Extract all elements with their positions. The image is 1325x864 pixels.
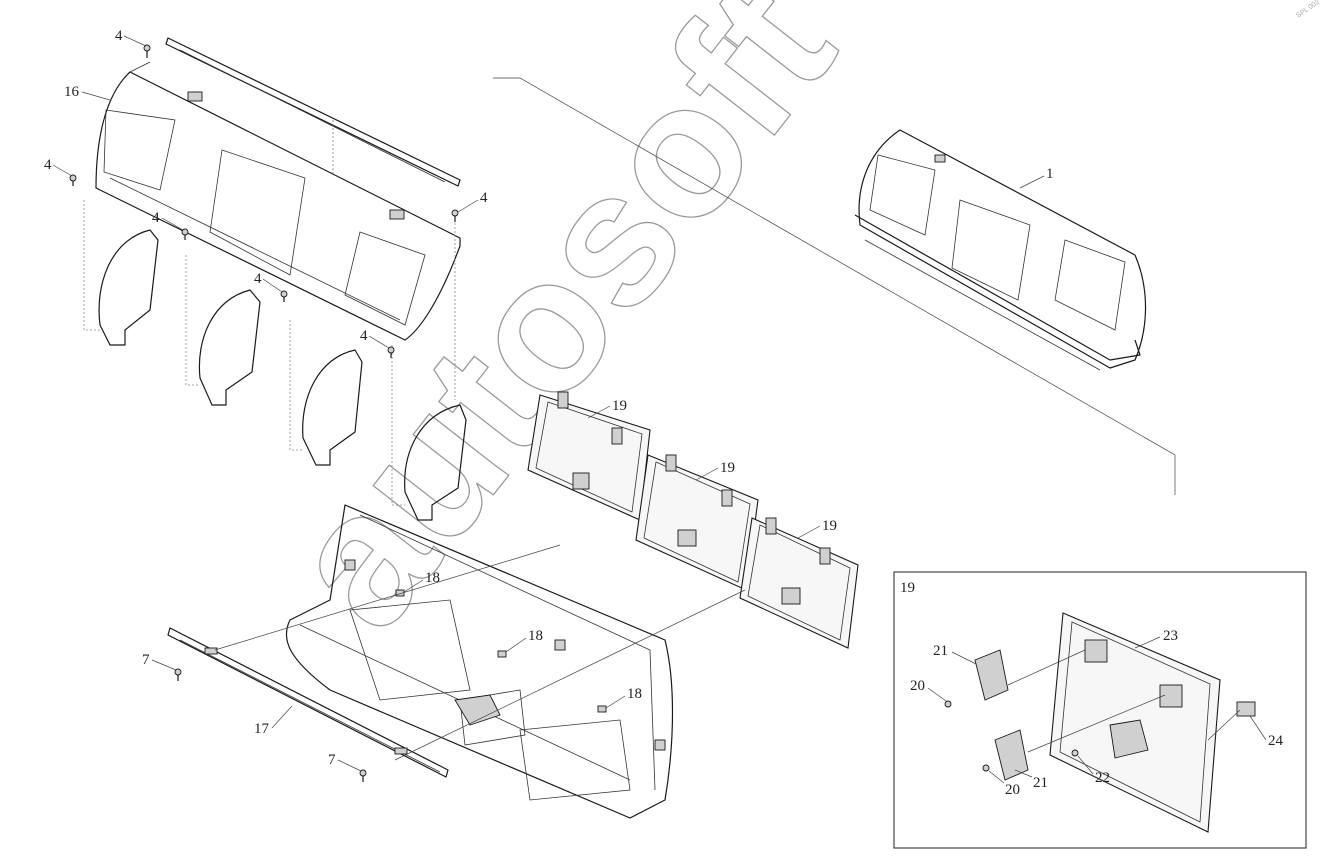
callout-18-a: 18	[425, 570, 440, 586]
callout-19-frame-2: 19	[720, 460, 735, 476]
part-18-clip-1	[395, 589, 405, 597]
screw-7-left	[174, 668, 182, 681]
callout-18-b: 18	[528, 628, 543, 644]
callout-4-top: 4	[115, 28, 123, 44]
part-17-bottom-rail	[167, 627, 449, 778]
callout-16: 16	[64, 84, 80, 100]
callout-4-mid-2: 4	[254, 271, 262, 287]
part-16-top-cover	[95, 61, 461, 341]
alignment-line-1	[214, 544, 561, 651]
callout-1: 1	[1046, 166, 1054, 182]
screw-4-top	[143, 44, 151, 58]
callout-4-right: 4	[480, 190, 488, 206]
rear-rail-strip	[165, 37, 461, 187]
callout-4-left: 4	[44, 157, 52, 173]
front-panel-base	[285, 504, 674, 819]
callout-19-frame-1: 19	[612, 398, 627, 414]
screw-4-mid-3	[387, 346, 395, 358]
callout-24: 24	[1268, 733, 1284, 749]
side-bracket-2	[185, 255, 261, 406]
screw-4-mid-1	[181, 228, 189, 240]
screw-4-mid-2	[280, 290, 288, 302]
part-1-assembled-unit	[854, 129, 1147, 371]
callout-21-lower: 21	[1033, 775, 1048, 791]
callout-22: 22	[1095, 770, 1110, 786]
callout-21-upper: 21	[933, 643, 948, 659]
part-19-filter-frame-2	[635, 454, 759, 591]
detail-box-19	[893, 571, 1307, 849]
side-bracket-4	[391, 215, 467, 521]
part-19-filter-frame-1	[527, 394, 651, 521]
screw-7-right	[359, 769, 367, 782]
alignment-line-2	[394, 589, 746, 761]
callout-4-mid-3: 4	[360, 328, 368, 344]
callout-23: 23	[1163, 628, 1178, 644]
assembly-reference-line	[493, 77, 1176, 495]
callout-18-c: 18	[627, 686, 642, 702]
part-18-clip-2	[497, 650, 507, 658]
callout-20-upper: 20	[910, 678, 925, 694]
screw-4-left	[69, 174, 77, 186]
screw-4-right	[451, 209, 459, 222]
filter-hinge-clips	[557, 391, 831, 565]
part-18-clip-3	[597, 705, 607, 713]
side-bracket-1	[83, 200, 159, 346]
callout-7-right: 7	[328, 752, 336, 768]
corner-mark: SPL 002	[1295, 0, 1321, 20]
callout-4-mid-1: 4	[152, 210, 160, 226]
callout-17: 17	[254, 721, 270, 737]
callout-20-lower: 20	[1005, 782, 1020, 798]
detail-box-title: 19	[900, 580, 915, 596]
callout-7-left: 7	[142, 652, 150, 668]
callout-19-frame-3: 19	[822, 518, 837, 534]
callout-labels: 4 16 4 4 4 4 4 1 19 19 19 18 18 18 7 17 …	[44, 28, 1284, 798]
side-bracket-3	[289, 320, 363, 466]
